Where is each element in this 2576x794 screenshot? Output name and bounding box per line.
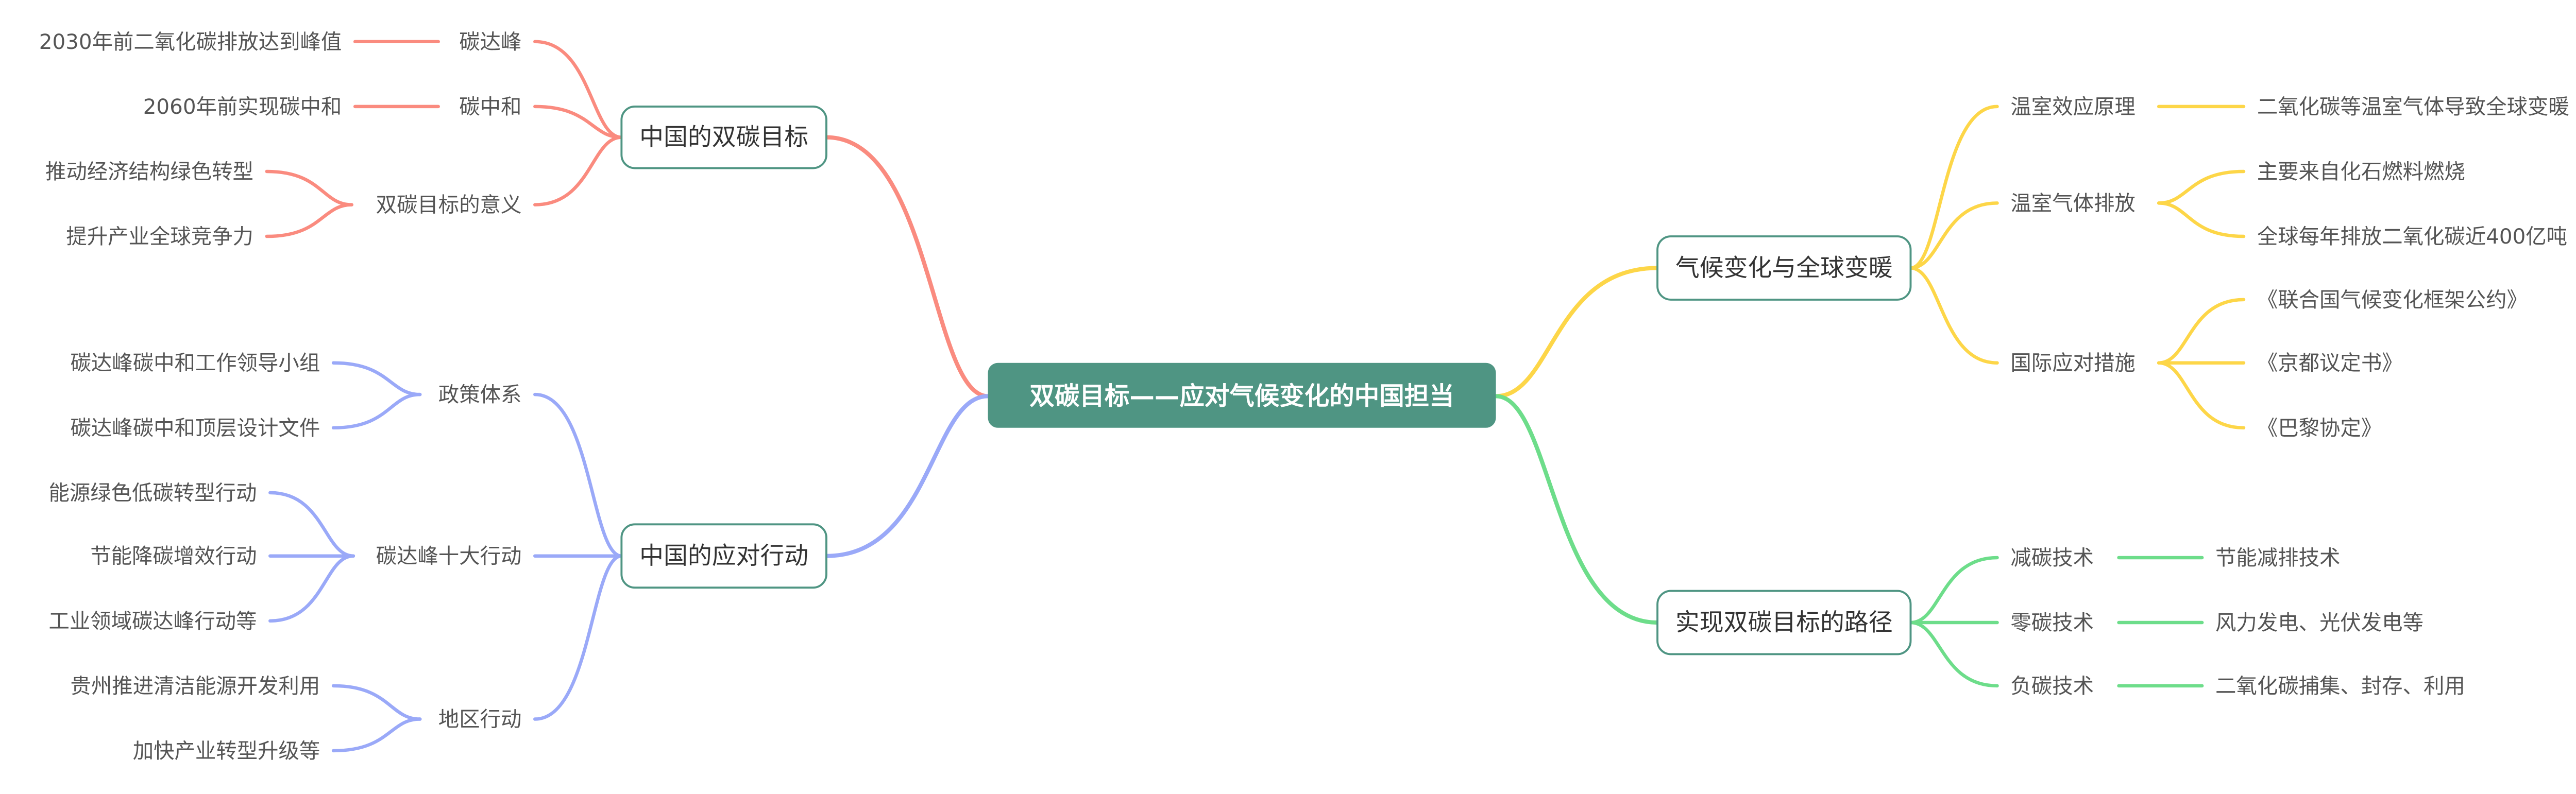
branch-connector bbox=[1494, 394, 1660, 625]
main-topic-label: 气候变化与全球变暖 bbox=[1675, 254, 1893, 282]
leaf-topic[interactable]: 全球每年排放二氧化碳近400亿吨 bbox=[2257, 224, 2567, 249]
subtopic[interactable]: 负碳技术 bbox=[2010, 674, 2094, 698]
subtopic[interactable]: 双碳目标的意义 bbox=[376, 193, 522, 217]
main-topic[interactable]: 中国的应对行动 bbox=[620, 523, 827, 589]
subtopic-connector bbox=[1909, 201, 1999, 270]
central-topic-box[interactable] bbox=[988, 363, 1496, 428]
leaf-topic[interactable]: 2030年前二氧化碳排放达到峰值 bbox=[39, 29, 342, 54]
subtopic-connector bbox=[1909, 105, 1999, 270]
leaf-topic[interactable]: 碳达峰碳中和工作领导小组 bbox=[71, 351, 320, 375]
main-topic-box[interactable] bbox=[620, 105, 827, 169]
main-topic[interactable]: 中国的双碳目标 bbox=[620, 105, 827, 169]
subtopic[interactable]: 碳中和 bbox=[459, 94, 521, 119]
leaf-topic[interactable]: 二氧化碳等温室气体导致全球变暖 bbox=[2257, 94, 2569, 119]
subtopic[interactable]: 减碳技术 bbox=[2010, 545, 2094, 570]
subtopic-connector bbox=[1909, 266, 1999, 365]
leaf-topic[interactable]: 推动经济结构绿色转型 bbox=[45, 159, 253, 184]
leaf-connector bbox=[268, 491, 355, 558]
subtopic-connector bbox=[533, 554, 623, 721]
subtopic[interactable]: 零碳技术 bbox=[2010, 610, 2094, 635]
leaf-topic[interactable]: 《巴黎协定》 bbox=[2257, 416, 2382, 440]
leaf-topic[interactable]: 节能减排技术 bbox=[2215, 545, 2340, 570]
branch-connector bbox=[824, 394, 990, 558]
main-topic[interactable]: 实现双碳目标的路径 bbox=[1656, 590, 1912, 655]
subtopic-connector bbox=[533, 135, 623, 206]
central-topic-label: 双碳目标——应对气候变化的中国担当 bbox=[1029, 382, 1454, 410]
subtopic-connector bbox=[1909, 620, 1999, 688]
leaf-connector bbox=[268, 554, 355, 623]
main-topic[interactable]: 气候变化与全球变暖 bbox=[1656, 235, 1912, 301]
leaf-connector bbox=[331, 361, 422, 396]
leaf-topic[interactable]: 《京都议定书》 bbox=[2257, 351, 2403, 375]
leaf-topic[interactable]: 贵州推进清洁能源开发利用 bbox=[71, 674, 320, 698]
subtopic[interactable]: 温室效应原理 bbox=[2010, 94, 2135, 119]
leaf-topic[interactable]: 提升产业全球竞争力 bbox=[66, 224, 253, 249]
main-topic-label: 中国的应对行动 bbox=[639, 542, 808, 570]
leaf-topic[interactable]: 能源绿色低碳转型行动 bbox=[48, 480, 257, 505]
subtopic-connector bbox=[533, 105, 623, 139]
subtopic[interactable]: 温室气体排放 bbox=[2010, 191, 2135, 215]
central-topic[interactable]: 双碳目标——应对气候变化的中国担当 bbox=[988, 363, 1496, 428]
subtopic[interactable]: 碳达峰 bbox=[459, 29, 521, 54]
subtopic[interactable]: 国际应对措施 bbox=[2010, 351, 2135, 375]
leaf-topic[interactable]: 2060年前实现碳中和 bbox=[143, 94, 342, 119]
leaf-connector bbox=[265, 169, 353, 206]
main-topic-label: 中国的双碳目标 bbox=[639, 123, 808, 151]
subtopic-connector bbox=[1909, 556, 1999, 625]
main-topic-box[interactable] bbox=[1656, 235, 1912, 301]
leaf-topic[interactable]: 工业领域碳达峰行动等 bbox=[48, 609, 257, 633]
leaf-connector bbox=[265, 203, 353, 238]
leaf-topic[interactable]: 二氧化碳捕集、封存、利用 bbox=[2215, 674, 2465, 698]
main-topic-label: 实现双碳目标的路径 bbox=[1675, 609, 1893, 637]
subtopic[interactable]: 碳达峰十大行动 bbox=[376, 544, 522, 568]
subtopic[interactable]: 地区行动 bbox=[438, 707, 522, 732]
leaf-topic[interactable]: 主要来自化石燃料燃烧 bbox=[2257, 159, 2465, 184]
branch-connector bbox=[1494, 266, 1660, 399]
main-topic-box[interactable] bbox=[1656, 590, 1912, 655]
subtopic-connector bbox=[533, 392, 623, 558]
leaf-connector bbox=[2157, 361, 2246, 430]
leaf-connector bbox=[2157, 201, 2246, 238]
leaf-connector bbox=[331, 392, 422, 430]
subtopic[interactable]: 政策体系 bbox=[438, 382, 522, 407]
leaf-connector bbox=[2157, 169, 2246, 205]
leaf-topic[interactable]: 加快产业转型升级等 bbox=[133, 738, 320, 763]
leaf-topic[interactable]: 碳达峰碳中和顶层设计文件 bbox=[71, 416, 320, 440]
leaf-topic[interactable]: 风力发电、光伏发电等 bbox=[2215, 610, 2424, 635]
branch-connector bbox=[824, 135, 990, 399]
leaf-topic[interactable]: 节能降碳增效行动 bbox=[90, 544, 257, 568]
leaf-topic[interactable]: 《联合国气候变化框架公约》 bbox=[2257, 287, 2528, 312]
leaf-connector bbox=[2157, 298, 2246, 365]
subtopic-connector bbox=[533, 40, 623, 139]
connectors bbox=[265, 40, 2246, 753]
main-topic-box[interactable] bbox=[620, 523, 827, 589]
leaf-connector bbox=[331, 684, 422, 721]
leaf-connector bbox=[331, 717, 422, 753]
